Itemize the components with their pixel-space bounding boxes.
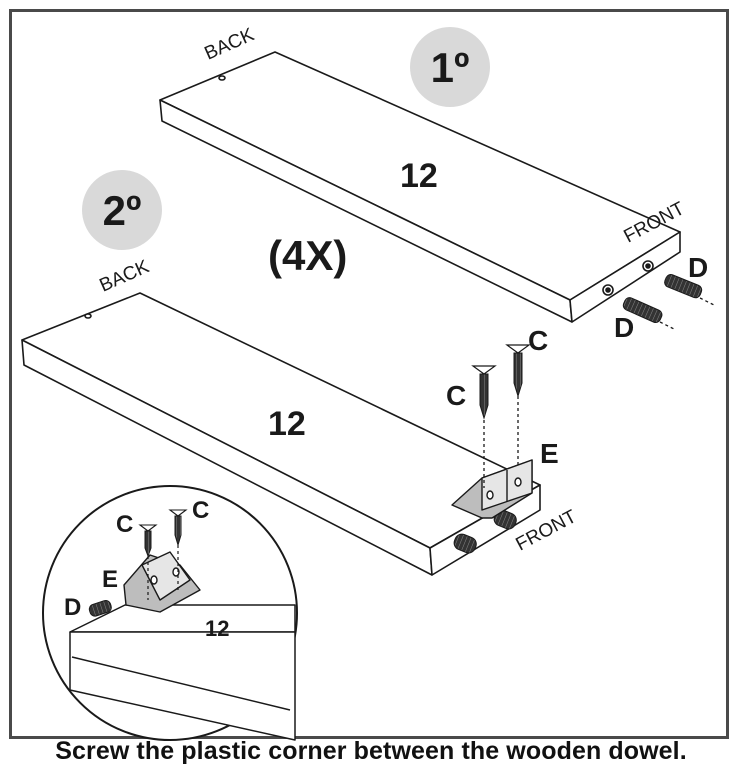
dowel-top-a	[664, 274, 717, 307]
screw-label-right: C	[528, 325, 548, 356]
screw-right	[505, 344, 531, 468]
dowel-label-b: D	[614, 312, 634, 343]
panel-top	[159, 51, 681, 323]
screw-label-left: C	[446, 380, 466, 411]
panel-bottom-back-label: BACK	[96, 256, 152, 296]
screw-left	[471, 365, 497, 488]
instruction-caption: Screw the plastic corner between the woo…	[55, 737, 687, 765]
dowel-top-b	[622, 297, 677, 331]
dowel-installed-a	[453, 533, 477, 554]
step1-label: 1º	[431, 44, 470, 91]
step2-label: 2º	[103, 187, 142, 234]
detail-dowel	[88, 600, 112, 617]
detail-callout: C C E D 12	[42, 485, 298, 741]
detail-part-number: 12	[205, 616, 229, 641]
step2-badge	[82, 170, 162, 250]
dowel-label-a: D	[688, 252, 708, 283]
panel-bottom	[21, 292, 541, 576]
corner-bracket	[451, 459, 533, 519]
detail-screw-right	[168, 509, 188, 590]
diagram-frame	[9, 9, 729, 739]
panel-top-back-label: BACK	[201, 24, 257, 64]
bracket-label: E	[540, 438, 559, 469]
detail-screw-label-left: C	[116, 511, 133, 538]
step1-badge	[410, 27, 490, 107]
quantity-label: (4X)	[268, 232, 347, 279]
detail-screw-left	[138, 524, 158, 600]
detail-screw-label-right: C	[192, 497, 209, 524]
detail-dowel-label: D	[64, 594, 81, 621]
panel-bottom-part-number: 12	[268, 405, 306, 443]
detail-bracket-label: E	[102, 566, 118, 593]
panel-top-part-number: 12	[400, 157, 438, 195]
